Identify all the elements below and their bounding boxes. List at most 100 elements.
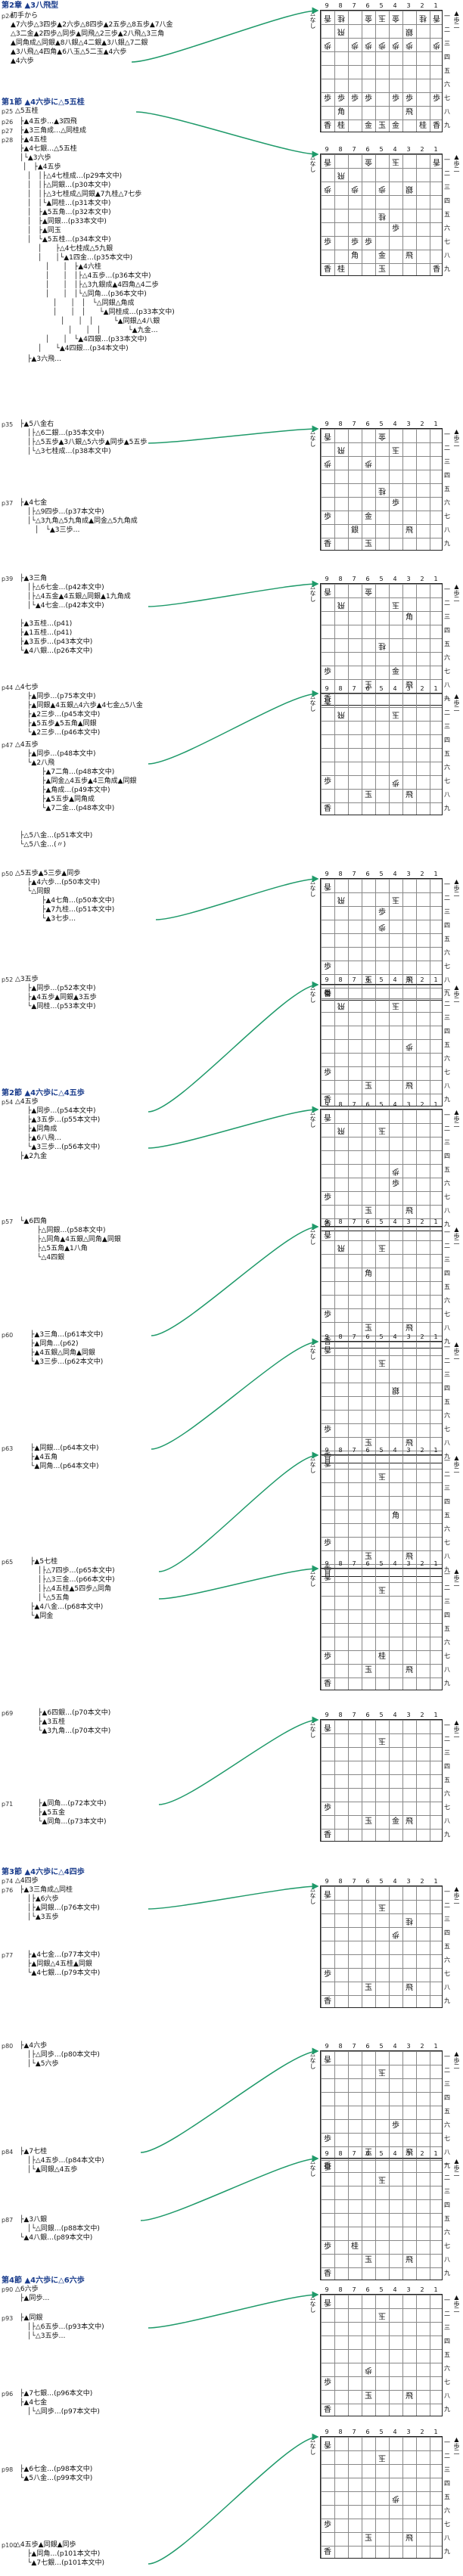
move-line: ├▲3六飛…	[27, 355, 62, 363]
rank-labels: 一二三四五六七八九	[444, 1226, 452, 1349]
shogi-piece: 角	[406, 613, 413, 622]
file-label: 6	[365, 976, 370, 983]
file-label: 5	[379, 871, 384, 877]
chapter-heading: 第2節 ▲4六歩に△4五歩	[2, 1089, 85, 1097]
file-label: 7	[352, 2150, 356, 2157]
file-label: 6	[365, 2429, 370, 2435]
file-label: 9	[325, 871, 329, 877]
rank-labels: 一二三四五六七八九	[444, 2294, 452, 2416]
page-ref: p37	[2, 500, 14, 507]
shogi-piece: 香	[324, 2298, 331, 2306]
shogi-piece: 桂	[378, 486, 386, 495]
file-label: 8	[338, 685, 343, 692]
shogi-piece: 香	[324, 1997, 331, 2006]
white-hand: △なし	[309, 984, 316, 1003]
file-label: 9	[325, 1218, 329, 1225]
shogi-piece: 歩	[324, 41, 331, 49]
shogi-piece: 飛	[406, 1324, 413, 1333]
shogi-piece: 歩	[433, 95, 440, 103]
shogi-piece: 玉	[378, 14, 386, 22]
file-label: 2	[420, 1101, 424, 1108]
shogi-piece: 玉	[365, 2392, 372, 2401]
move-line: │└△3七桂成…(p38本文中)	[27, 448, 111, 455]
shogi-piece: 歩	[324, 2379, 331, 2387]
shogi-piece: 玉	[365, 2534, 372, 2543]
rank-labels: 一二三四五六七八九	[444, 1341, 452, 1463]
board-grid: 香金玉飛角桂歩金飛香玉	[320, 583, 443, 706]
file-label: 1	[433, 685, 438, 692]
shogi-piece: 歩	[324, 2135, 331, 2143]
file-label: 2	[420, 146, 424, 153]
file-label: 7	[352, 871, 356, 877]
white-hand: △なし	[309, 1885, 316, 1904]
file-label: 6	[365, 421, 370, 427]
shogi-piece: 香	[324, 1458, 331, 1466]
rank-label: 八	[444, 1207, 450, 1214]
rank-labels: 一二三四五六七八九	[444, 1719, 452, 1842]
file-label: 6	[365, 2, 370, 9]
black-hand: ▲歩二	[453, 1226, 460, 1245]
shogi-piece: 香	[324, 540, 331, 548]
file-label: 5	[379, 1878, 384, 1885]
file-label: 7	[352, 421, 356, 427]
rank-label: 九	[444, 122, 450, 129]
file-label: 8	[338, 871, 343, 877]
white-hand: △なし	[309, 2436, 316, 2455]
file-label: 8	[338, 576, 343, 582]
rank-label: 六	[444, 1639, 450, 1646]
shogi-piece: 歩	[365, 459, 372, 467]
rank-label: 四	[444, 2094, 450, 2101]
rank-label: 七	[444, 1193, 450, 1200]
rank-label: 二	[444, 1471, 450, 1478]
shogi-piece: 歩	[433, 41, 440, 49]
move-line: └▲2三歩…(p46本文中)	[27, 729, 101, 737]
shogi-piece: 玉	[365, 976, 372, 985]
file-label: 1	[433, 2, 438, 9]
move-line: ├▲4七金	[20, 499, 48, 507]
rank-label: 六	[444, 1412, 450, 1419]
rank-label: 四	[444, 472, 450, 479]
rank-label: 九	[444, 1338, 450, 1345]
file-label: 2	[420, 2, 424, 9]
file-label: 7	[352, 2429, 356, 2435]
shogi-piece: 玉	[392, 710, 399, 718]
rank-label: 九	[444, 265, 450, 272]
shogi-piece: 角	[351, 252, 359, 260]
shogi-piece: 歩	[392, 1167, 399, 1175]
shogi-piece: 香	[324, 2054, 331, 2062]
black-hand: ▲歩二	[453, 878, 460, 897]
rank-label: 一	[444, 431, 450, 438]
move-line: ├▲6八飛…	[27, 1134, 62, 1142]
move-line: ├△同銀…(p58本文中)	[30, 1227, 106, 1234]
shogi-piece: 香	[324, 14, 331, 22]
shogi-piece: 香	[433, 122, 440, 130]
rank-label: 五	[444, 2494, 450, 2500]
white-hand: △なし	[309, 2294, 316, 2313]
shogi-piece: 香	[324, 1113, 331, 1121]
shogi-piece: 玉	[365, 1439, 372, 1448]
shogi-piece: 歩	[392, 2121, 399, 2130]
file-label: 1	[433, 1878, 438, 1885]
shogi-piece: 金	[392, 668, 399, 676]
move-line: ├▲6四銀…(p70本文中)	[38, 1709, 111, 1717]
shogi-piece: 香	[324, 988, 331, 996]
rank-label: 二	[444, 2311, 450, 2317]
move-line: △4五歩	[15, 741, 39, 749]
file-label: 6	[365, 1447, 370, 1454]
shogi-piece: 歩	[392, 1930, 399, 1938]
file-label: 1	[433, 2043, 438, 2050]
shogi-piece: 香	[324, 1889, 331, 1898]
file-label: 4	[393, 2429, 397, 2435]
rank-label: 三	[444, 1749, 450, 1756]
rank-label: 六	[444, 1297, 450, 1304]
white-hand: △なし	[309, 1226, 316, 1245]
rank-label: 六	[444, 2229, 450, 2236]
shogi-piece: 角	[392, 1512, 399, 1520]
move-line: ├▲5五歩▲5五角▲同銀	[27, 720, 97, 728]
shogi-piece: 歩	[324, 777, 331, 786]
rank-label: 八	[444, 2534, 450, 2541]
